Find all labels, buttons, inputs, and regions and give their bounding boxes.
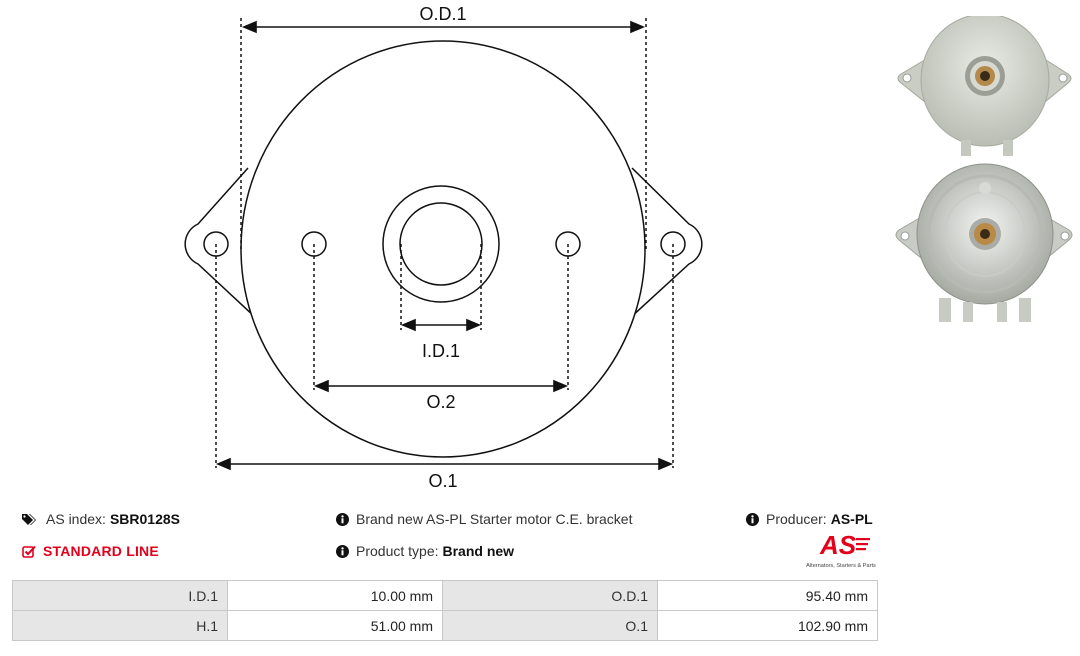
as-index-value: SBR0128S xyxy=(109,511,180,527)
logo-tagline: Alternators, Starters & Parts xyxy=(806,563,876,569)
o2-label: O.2 xyxy=(426,392,455,412)
spec-value: 51.00 mm xyxy=(227,610,443,641)
product-photo-front xyxy=(897,16,1072,156)
tags-icon xyxy=(22,513,36,525)
technical-drawing: O.D.1 I.D.1 O.2 O.1 xyxy=(184,4,703,491)
spec-value: 10.00 mm xyxy=(227,580,443,611)
product-photo-back xyxy=(895,163,1073,322)
product-type-value: Brand new xyxy=(442,543,515,559)
producer-label: Producer: xyxy=(766,511,827,527)
standard-line-text: STANDARD LINE xyxy=(43,543,159,559)
as-index: AS index: SBR0128S xyxy=(22,511,180,527)
check-square-icon xyxy=(22,545,36,558)
id1-label: I.D.1 xyxy=(422,341,460,361)
product-type-label: Product type: xyxy=(356,543,439,559)
spec-table: I.D.1 10.00 mm O.D.1 95.40 mm H.1 51.00 … xyxy=(12,580,878,641)
left-mounting-lug xyxy=(184,167,257,319)
product-type: Product type: Brand new xyxy=(336,543,514,559)
od1-label: O.D.1 xyxy=(419,4,466,24)
producer-value: AS-PL xyxy=(830,511,873,527)
spec-value: 95.40 mm xyxy=(657,580,878,611)
spec-row: I.D.1 10.00 mm O.D.1 95.40 mm xyxy=(12,580,878,611)
as-pl-logo: AS Alternators, Starters & Parts xyxy=(806,532,876,569)
spec-key: O.1 xyxy=(442,610,658,641)
spec-key: I.D.1 xyxy=(12,580,228,611)
spec-value: 102.90 mm xyxy=(657,610,878,641)
logo-mark: AS xyxy=(819,532,857,560)
standard-line-badge: STANDARD LINE xyxy=(22,543,159,559)
product-description: Brand new AS-PL Starter motor C.E. brack… xyxy=(336,511,633,527)
info-circle-icon xyxy=(746,512,759,526)
info-circle-icon xyxy=(336,544,349,558)
right-mounting-lug xyxy=(629,167,703,319)
o1-label: O.1 xyxy=(428,471,457,491)
spec-key: H.1 xyxy=(12,610,228,641)
producer: Producer: AS-PL xyxy=(746,511,873,527)
spec-key: O.D.1 xyxy=(442,580,658,611)
description-text: Brand new AS-PL Starter motor C.E. brack… xyxy=(356,511,633,527)
bearing-inner-bore xyxy=(399,202,483,286)
spec-row: H.1 51.00 mm O.1 102.90 mm xyxy=(12,610,878,641)
bearing-outer-ring xyxy=(382,185,500,303)
info-circle-icon xyxy=(336,512,349,526)
as-index-label: AS index: xyxy=(46,511,106,527)
